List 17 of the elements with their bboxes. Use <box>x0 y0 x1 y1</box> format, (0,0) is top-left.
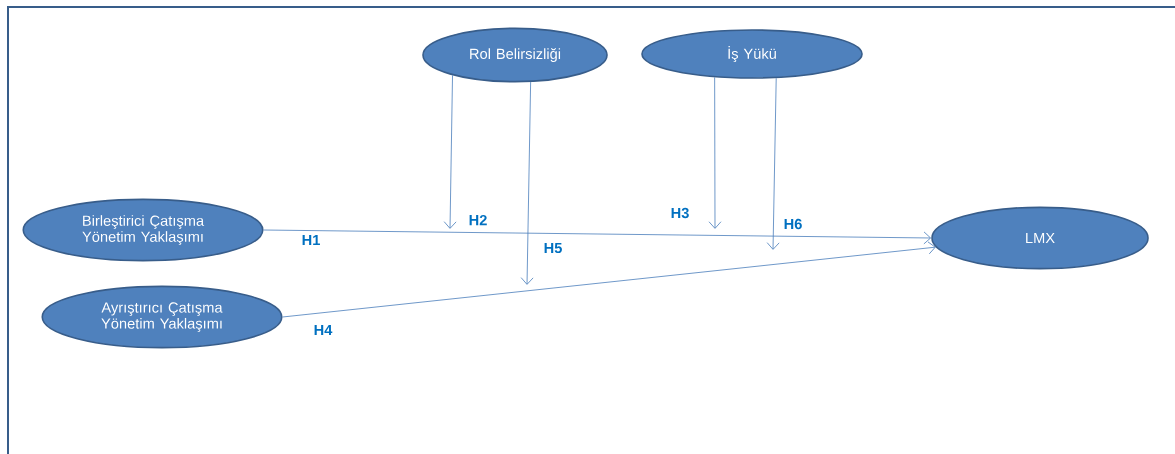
ellipse-node: İş Yükü <box>641 29 863 79</box>
arrow <box>263 229 931 245</box>
edge-label: H5 <box>542 241 564 255</box>
ellipse-node: Rol Belirsizliği <box>422 27 608 83</box>
edge-label: H2 <box>467 213 489 227</box>
ellipse-node: LMX <box>931 206 1149 270</box>
edge-label: H4 <box>312 323 334 337</box>
arrow <box>520 81 534 285</box>
arrow <box>282 241 936 318</box>
arrow <box>443 74 457 229</box>
edge-label: H6 <box>782 217 804 231</box>
arrow <box>708 76 722 229</box>
arrow <box>766 77 780 250</box>
edge-label: H1 <box>300 233 322 247</box>
edge-label: H3 <box>669 206 691 220</box>
ellipse-node: Birleştirici Çatışma Yönetim Yaklaşımı <box>22 198 264 262</box>
ellipse-node: Ayrıştırıcı Çatışma Yönetim Yaklaşımı <box>41 285 283 349</box>
